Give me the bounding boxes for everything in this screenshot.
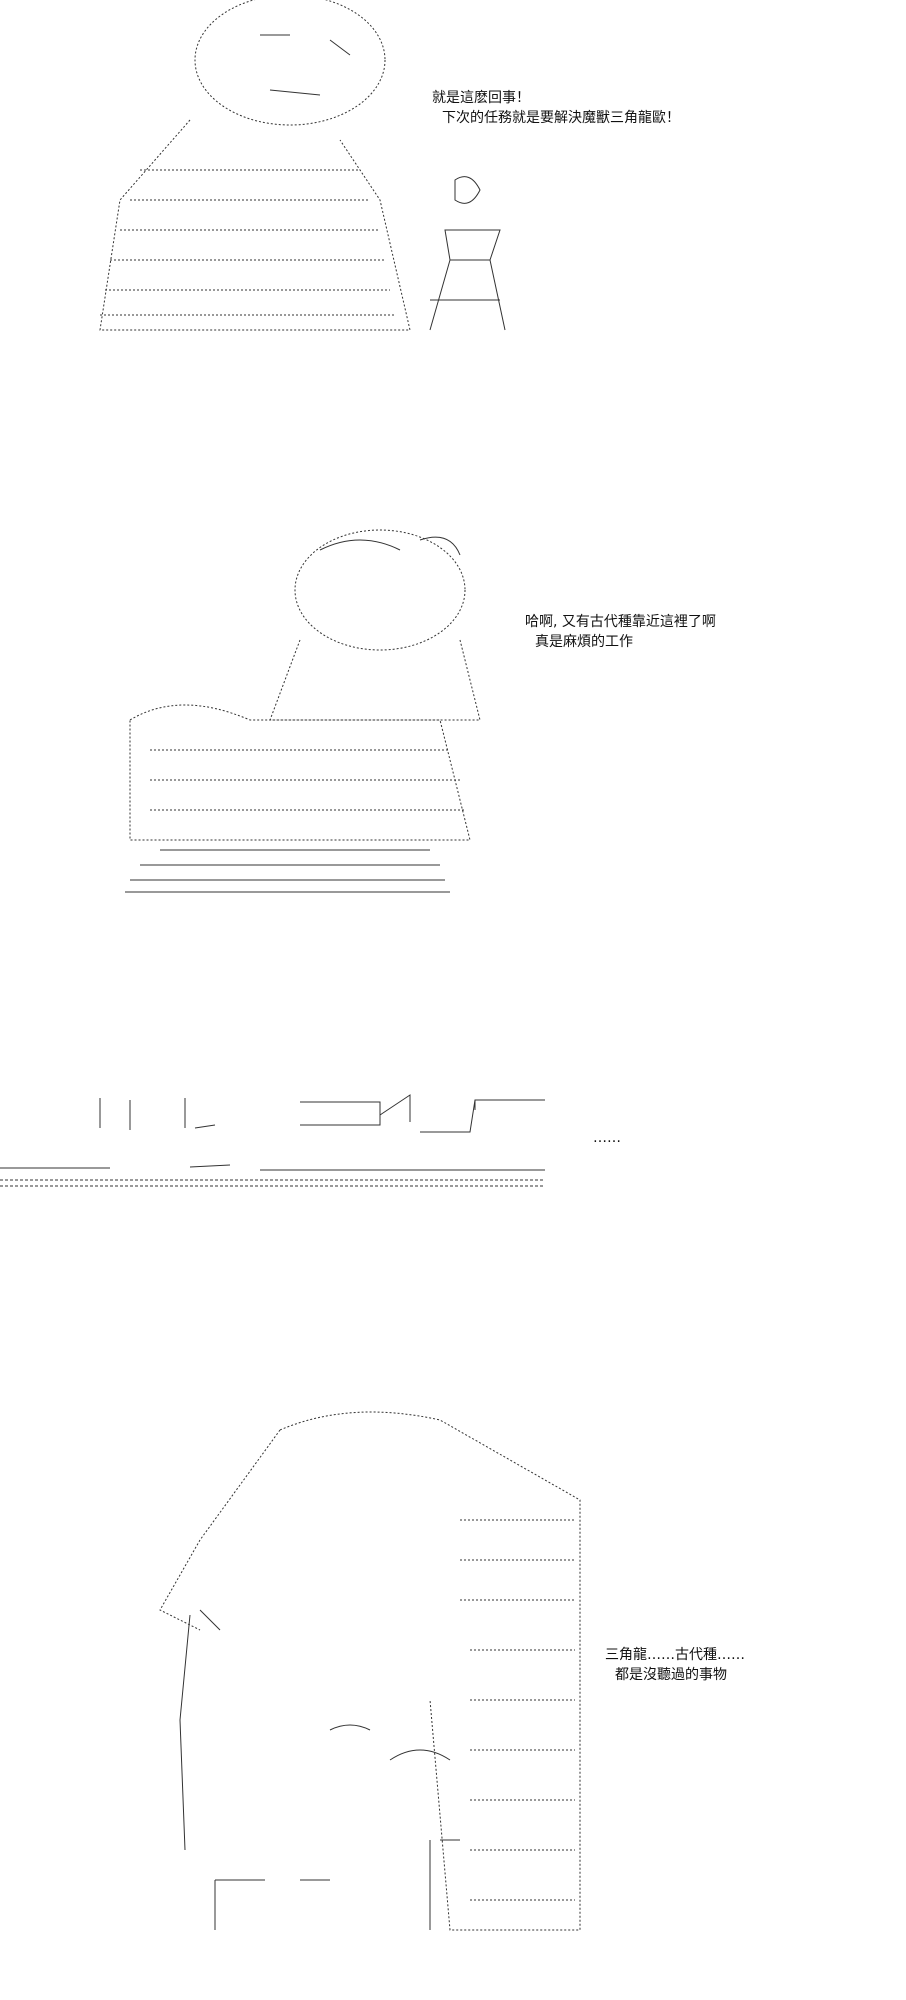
dialog-line: 三角龍……古代種…… — [605, 1647, 745, 1663]
dialog-line: 哈啊, 又有古代種靠近這裡了啊 — [525, 614, 716, 630]
panel-3: …… — [0, 1080, 906, 1200]
dialog-line: 真是麻煩的工作 — [535, 634, 633, 650]
dialog-box: 三角龍……古代種…… 都是沒聽過的事物 — [605, 1645, 745, 1685]
dialog-line: 下次的任務就是要解決魔獸三角龍歐！ — [442, 110, 680, 126]
dialog-line: 都是沒聽過的事物 — [615, 1667, 727, 1683]
panel-1: 就是這麽回事！ 下次的任務就是要解決魔獸三角龍歐！ — [0, 0, 906, 360]
ascii-art-girl-leaning-on-desk — [125, 529, 481, 893]
ascii-art-standing-figure-with-long-hair — [159, 1411, 581, 1931]
dialog-line: …… — [593, 1130, 621, 1146]
ascii-art-figure-with-small-creature — [99, 0, 506, 331]
dialog-box: …… — [593, 1128, 621, 1148]
ascii-art-lying-figure — [0, 1094, 545, 1187]
panel-2: 哈啊, 又有古代種靠近這裡了啊 真是麻煩的工作 — [0, 520, 906, 920]
dialog-box: 就是這麽回事！ 下次的任務就是要解決魔獸三角龍歐！ — [432, 88, 680, 128]
dialog-box: 哈啊, 又有古代種靠近這裡了啊 真是麻煩的工作 — [525, 612, 716, 652]
dialog-line: 就是這麽回事！ — [432, 90, 530, 106]
panel-4: 三角龍……古代種…… 都是沒聽過的事物 — [0, 1400, 906, 1960]
